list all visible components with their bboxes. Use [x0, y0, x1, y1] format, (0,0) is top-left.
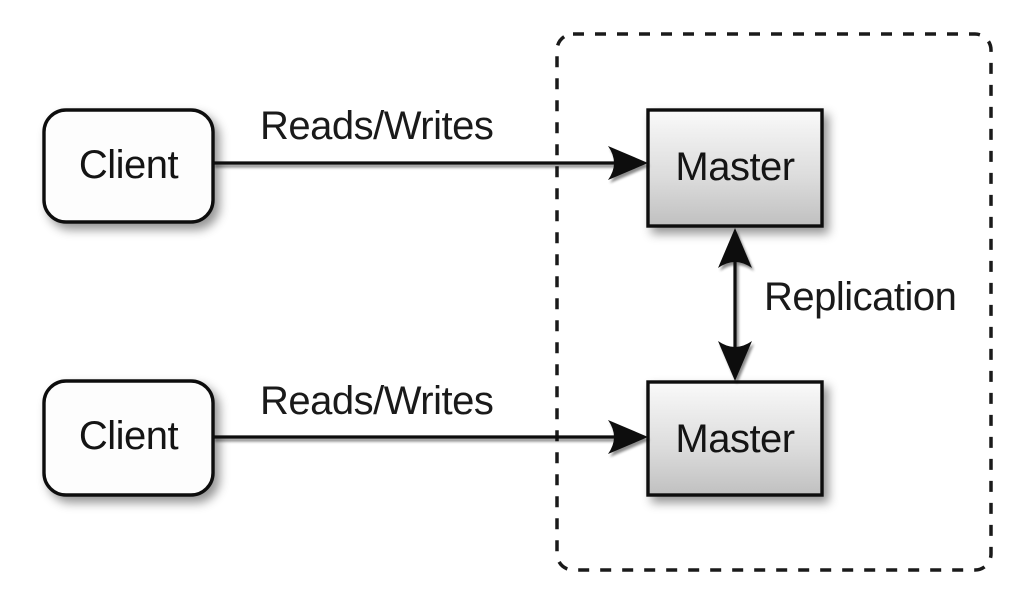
node-master-1[interactable]	[646, 108, 824, 228]
node-master-2[interactable]	[646, 380, 824, 497]
edge-label-reads-writes-top: Reads/Writes	[260, 104, 494, 148]
edge-label-replication: Replication	[764, 275, 957, 319]
edge-label-reads-writes-bottom: Reads/Writes	[260, 379, 494, 423]
node-client-1[interactable]	[42, 108, 215, 224]
edge-client2-master2	[213, 420, 648, 454]
edge-master1-master2	[718, 228, 752, 381]
node-label-client-2: Client	[78, 414, 179, 458]
node-label-master-2: Master	[675, 417, 795, 461]
node-label-client-1: Client	[78, 143, 179, 187]
replication-cluster-boundary	[555, 32, 993, 572]
edge-client1-master1	[213, 146, 648, 180]
node-label-master-1: Master	[675, 145, 795, 189]
